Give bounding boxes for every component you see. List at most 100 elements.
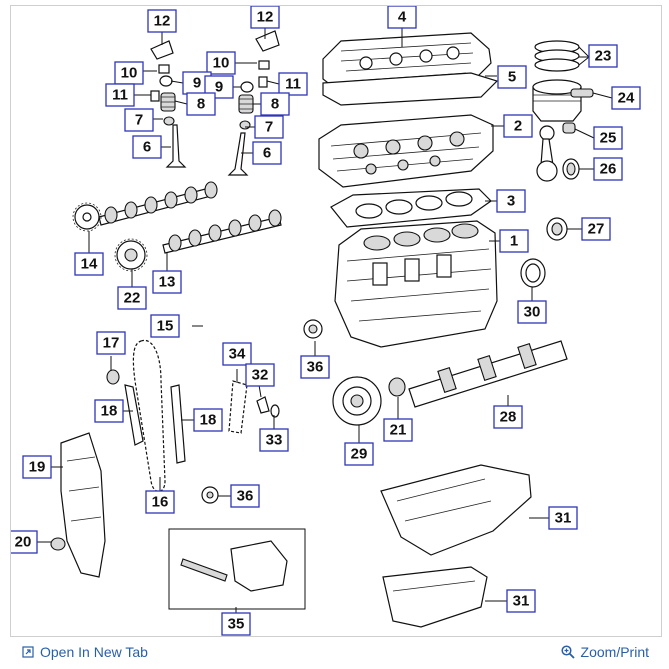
svg-text:35: 35: [228, 616, 245, 633]
camshaft-upper: [98, 181, 218, 226]
svg-text:11: 11: [112, 87, 128, 104]
diagram-frame: 12 12 4 23 10 10 5 9 9 11 11 24 8 8 7 7 …: [10, 5, 662, 637]
svg-text:2: 2: [514, 118, 522, 135]
callout-31-upper: 31: [548, 506, 578, 530]
svg-text:34: 34: [229, 346, 246, 363]
callout-16: 16: [145, 490, 175, 514]
svg-text:12: 12: [257, 9, 274, 26]
callout-20: 20: [11, 530, 38, 554]
svg-text:30: 30: [524, 304, 541, 321]
callout-21: 21: [383, 418, 413, 442]
cylinder-block: [334, 220, 498, 348]
callout-27: 27: [581, 217, 611, 241]
svg-text:28: 28: [500, 409, 517, 426]
timing-cover: [60, 432, 106, 578]
callout-19: 19: [22, 455, 52, 479]
external-link-icon: [22, 646, 34, 658]
svg-text:18: 18: [200, 412, 217, 429]
zoom-print-link[interactable]: Zoom/Print: [560, 641, 649, 663]
oil-pump-box: [168, 528, 306, 610]
callout-25: 25: [593, 126, 623, 150]
svg-text:9: 9: [215, 79, 223, 96]
open-new-tab-link[interactable]: Open In New Tab: [22, 641, 148, 663]
svg-text:23: 23: [595, 48, 612, 65]
chain-guides: [124, 384, 186, 464]
connecting-rod: [536, 122, 576, 182]
svg-text:24: 24: [618, 90, 635, 107]
engine-exploded-diagram: 12 12 4 23 10 10 5 9 9 11 11 24 8 8 7 7 …: [11, 6, 641, 636]
callout-17: 17: [96, 331, 126, 355]
svg-text:4: 4: [398, 9, 407, 26]
callout-2: 2: [503, 114, 533, 138]
svg-text:17: 17: [103, 335, 120, 352]
callout-13: 13: [152, 270, 182, 294]
callout-11-right: 11: [278, 72, 308, 96]
svg-text:18: 18: [101, 403, 118, 420]
open-new-tab-label: Open In New Tab: [40, 644, 148, 660]
callout-28: 28: [493, 405, 523, 429]
callout-18-right: 18: [193, 408, 223, 432]
leader-lines: [37, 28, 613, 613]
callout-3: 3: [496, 189, 526, 213]
svg-text:8: 8: [271, 96, 279, 113]
cam-sprocket: [72, 202, 102, 232]
callout-31-lower: 31: [506, 589, 536, 613]
callout-6-left: 6: [132, 135, 162, 159]
svg-text:10: 10: [121, 65, 138, 82]
callout-7-right: 7: [254, 115, 284, 139]
callout-33: 33: [259, 428, 289, 452]
timing-chain: [132, 339, 166, 493]
svg-text:31: 31: [513, 593, 530, 610]
valve-lifters: [158, 60, 270, 74]
svg-text:7: 7: [135, 112, 143, 129]
svg-text:36: 36: [237, 488, 254, 505]
callout-32: 32: [245, 363, 275, 387]
svg-text:32: 32: [252, 367, 269, 384]
callout-36-lower: 36: [230, 484, 260, 508]
callout-12-top-left: 12: [147, 9, 177, 33]
callout-29: 29: [344, 442, 374, 466]
svg-text:5: 5: [508, 69, 516, 86]
valve-retainers: [163, 116, 251, 130]
camshaft-lower: [162, 209, 282, 254]
callout-5: 5: [497, 65, 527, 89]
svg-text:31: 31: [555, 510, 572, 527]
piston-pin: [570, 88, 594, 98]
callout-8-right: 8: [260, 92, 290, 116]
callout-34: 34: [222, 342, 252, 366]
upper-oil-pan: [380, 464, 532, 556]
valve-cover-gasket: [322, 72, 499, 106]
callout-10-right: 10: [206, 51, 236, 75]
svg-text:1: 1: [510, 233, 518, 250]
crank-bolt: [388, 377, 406, 397]
svg-text:3: 3: [507, 193, 515, 210]
svg-text:9: 9: [193, 75, 201, 92]
svg-text:33: 33: [266, 432, 283, 449]
intake-valve: [165, 124, 187, 168]
svg-text:6: 6: [263, 145, 271, 162]
crank-pulley: [332, 376, 382, 426]
svg-text:6: 6: [143, 139, 151, 156]
magnifier-plus-icon: [560, 645, 575, 659]
piston: [532, 79, 582, 122]
rod-bearing: [562, 158, 580, 180]
callout-6-right: 6: [252, 141, 282, 165]
callout-24: 24: [611, 86, 641, 110]
callout-4: 4: [387, 6, 417, 29]
svg-text:13: 13: [159, 274, 176, 291]
valve-springs: [160, 92, 254, 114]
callout-10-left: 10: [114, 61, 144, 85]
callout-30: 30: [517, 300, 547, 324]
callout-26: 26: [593, 157, 623, 181]
callout-36-upper: 36: [300, 355, 330, 379]
svg-text:15: 15: [157, 318, 174, 335]
callout-14: 14: [74, 252, 104, 276]
callout-12-top-right: 12: [250, 6, 280, 29]
svg-text:21: 21: [390, 422, 407, 439]
callout-18-left: 18: [94, 399, 124, 423]
callout-11-left: 11: [105, 83, 135, 107]
pump-sprocket: [256, 396, 280, 418]
callout-22: 22: [117, 286, 147, 310]
vvt-gear: [114, 238, 148, 272]
svg-text:12: 12: [154, 13, 171, 30]
